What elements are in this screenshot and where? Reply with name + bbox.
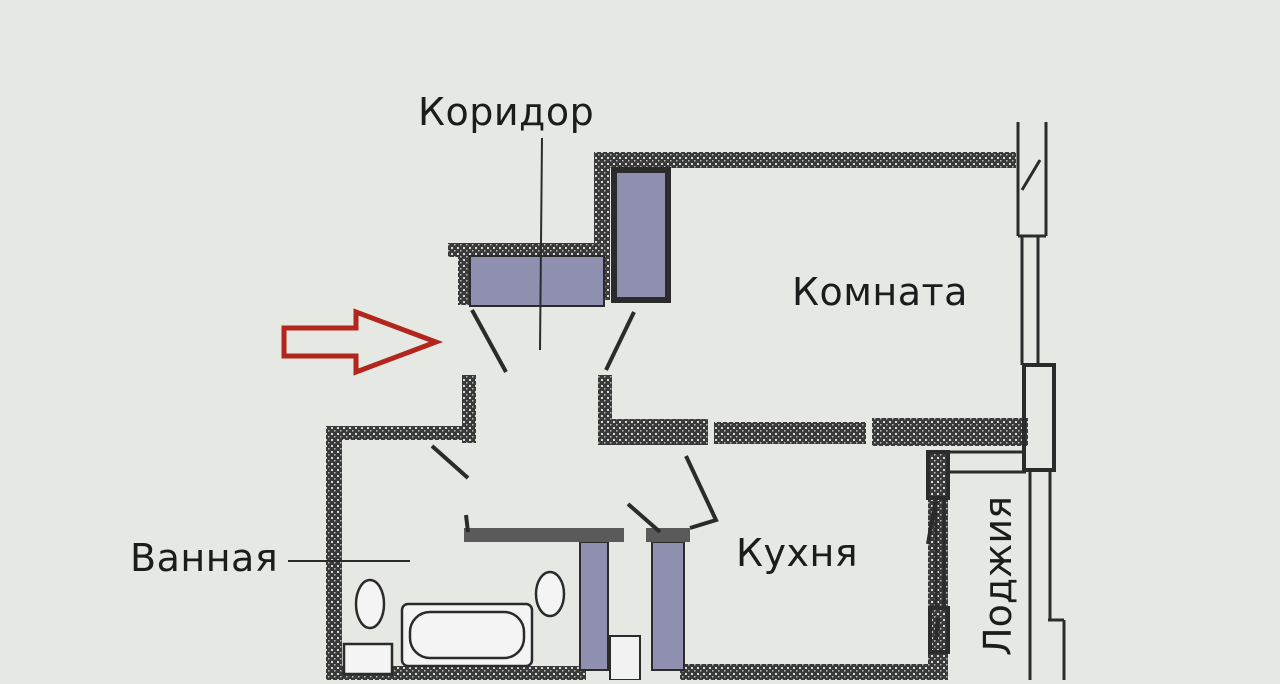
wall-room-bottom-1 <box>598 419 708 445</box>
facade <box>926 122 1066 680</box>
label-loggia: Лоджия <box>976 496 1020 656</box>
partition-wall <box>464 528 624 542</box>
wall-room-bottom-2 <box>714 422 866 444</box>
label-room: Комната <box>792 270 968 314</box>
label-kitchen: Кухня <box>736 531 859 575</box>
kitchen-counter-2 <box>651 541 685 671</box>
label-bathroom: Ванная <box>130 536 279 580</box>
wall-bathroom-left <box>326 426 342 680</box>
wall-corridor-left-top <box>458 243 470 305</box>
wall-kitchen-bottom <box>680 664 940 680</box>
toilet <box>354 578 386 630</box>
wall-bathroom-top <box>326 426 476 440</box>
bathroom-fixtures <box>342 570 566 676</box>
wall-corridor-top <box>448 243 608 257</box>
corridor-leader <box>539 137 543 351</box>
entrance-arrow <box>281 308 444 376</box>
vent-block <box>609 635 641 681</box>
doors <box>430 309 940 641</box>
partition-wall-2 <box>646 528 690 542</box>
sink <box>534 570 566 618</box>
label-corridor: Коридор <box>418 90 595 134</box>
wall-room-bottom-3 <box>872 418 1028 446</box>
kitchen-counter-1 <box>579 541 609 671</box>
furniture <box>464 167 690 681</box>
wall-room-top <box>596 152 1016 168</box>
wardrobe-room <box>611 167 671 303</box>
walls <box>326 152 1028 680</box>
wardrobe-corridor <box>469 255 605 307</box>
